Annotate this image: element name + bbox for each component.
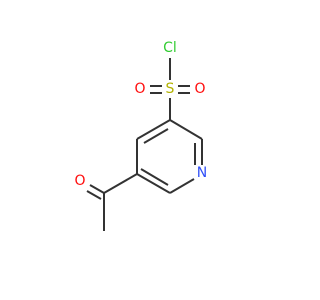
bond-carbonyl-o-a bbox=[89, 184, 105, 194]
sulfur-atom-label: S bbox=[166, 81, 175, 97]
ring-bond-c4-c3-outer bbox=[136, 119, 171, 140]
sulfonyl-oxygen-left-label: O bbox=[134, 81, 145, 97]
carbonyl-oxygen-label: O bbox=[74, 173, 85, 189]
chlorine-atom-label: Cl bbox=[163, 40, 177, 56]
bond-c5-carbonyl bbox=[103, 173, 138, 194]
atom-labels: Cl S O O N O bbox=[74, 40, 207, 189]
ring-nitrogen-label: N bbox=[197, 165, 207, 181]
chemical-structure: Cl S O O N O bbox=[74, 40, 208, 231]
ring-bond-c4-c3-inner bbox=[143, 128, 169, 144]
bonds bbox=[86, 58, 203, 231]
sulfonyl-oxygen-right-label: O bbox=[194, 81, 205, 97]
ring-bond-c6-c5-inner bbox=[140, 168, 169, 186]
bond-carbonyl-o-b bbox=[86, 190, 102, 200]
ring-bond-c6-c5-outer bbox=[136, 173, 171, 194]
ring-bond-n-c6 bbox=[169, 178, 195, 194]
ring-bond-c3-c2 bbox=[169, 119, 203, 140]
